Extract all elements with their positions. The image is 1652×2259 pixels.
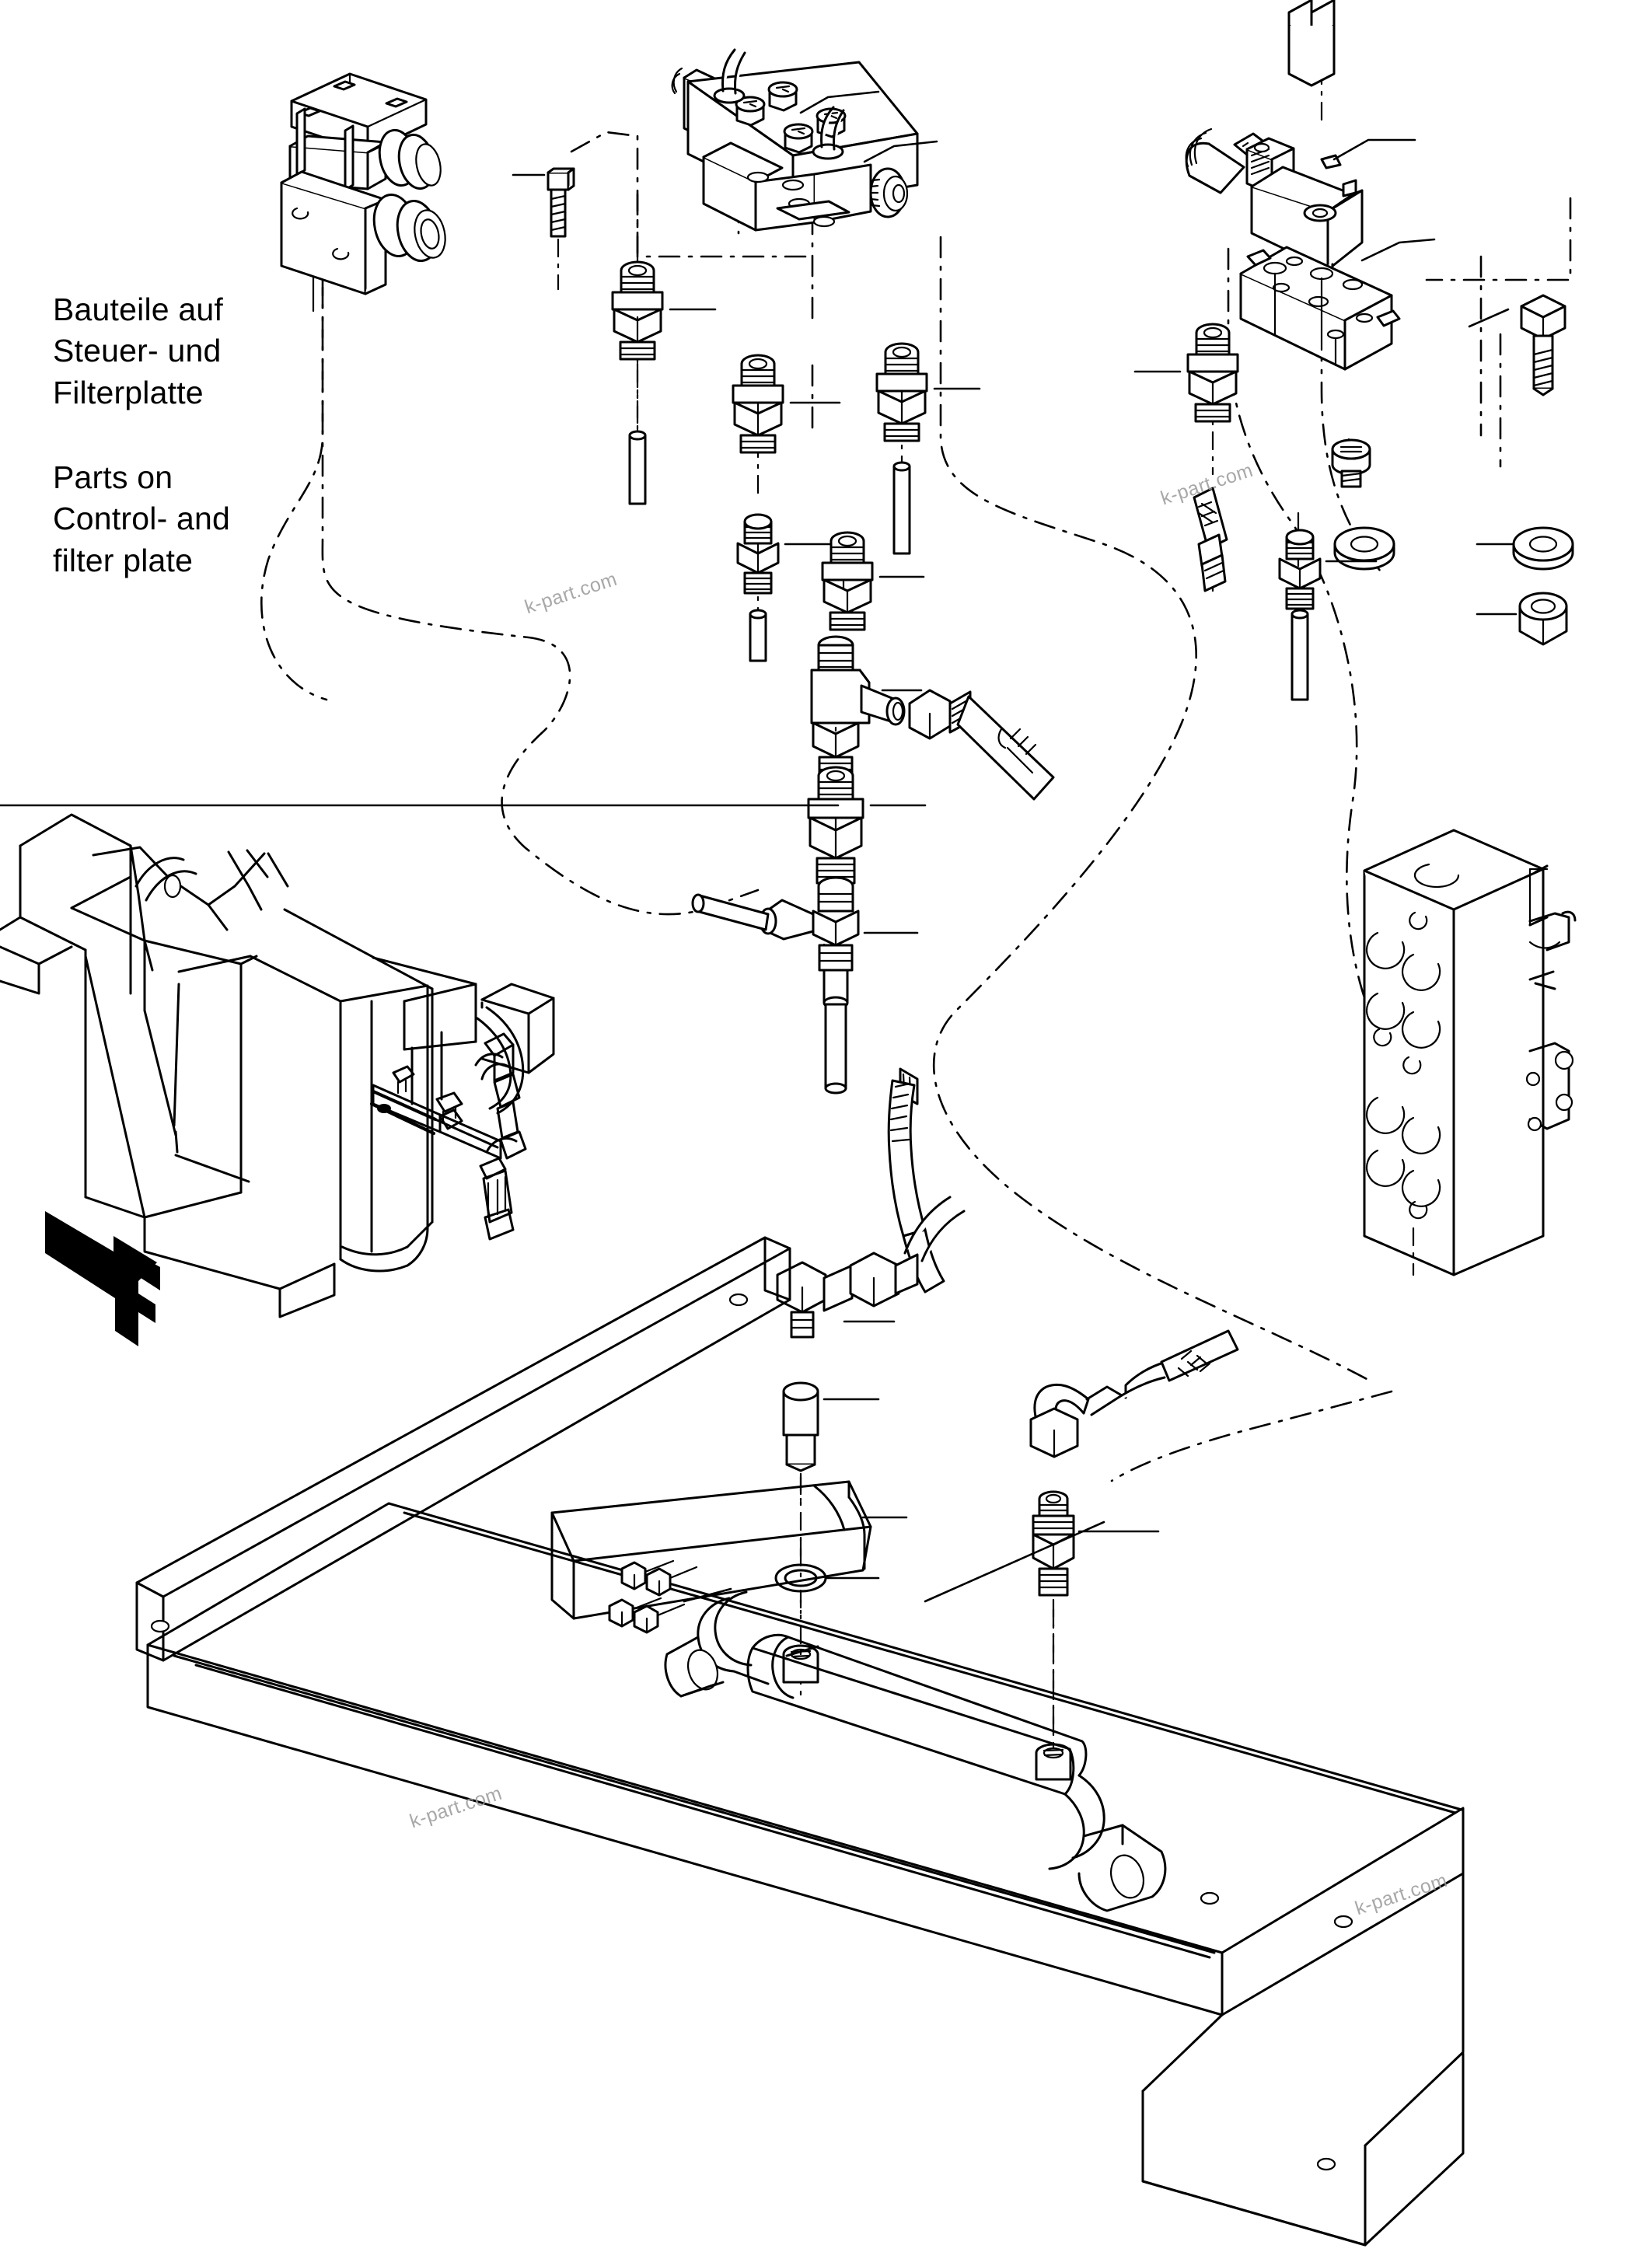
tube-lower xyxy=(824,1003,847,1090)
mounting-bracket xyxy=(550,1480,872,1634)
tee-fitting-lower xyxy=(691,876,919,1010)
tube-a-top xyxy=(628,430,647,441)
sub-base-plate-right xyxy=(1239,246,1401,371)
tube-b xyxy=(749,613,767,662)
flat-washer-mid xyxy=(1333,526,1395,571)
hex-bolt-top-right xyxy=(1287,0,1336,87)
straight-fitting-d xyxy=(736,513,780,595)
frame-rail-angle xyxy=(135,1236,791,1662)
flat-washer-far-right xyxy=(1512,526,1574,571)
leader-cylinder xyxy=(683,1587,732,1603)
manifold-block xyxy=(1363,829,1577,1276)
tube-c-top xyxy=(892,461,911,472)
tube-lower-bottom xyxy=(824,1082,847,1095)
tee-fitting-upper xyxy=(810,635,923,776)
hydraulic-cylinder xyxy=(664,1590,1167,1912)
adapter-cylinder-port xyxy=(782,1381,819,1472)
swivel-nut xyxy=(849,1252,919,1308)
tube-a xyxy=(628,434,647,505)
hose-upper xyxy=(908,689,1055,801)
plug-screw-mid xyxy=(1331,438,1371,488)
hex-bolt-far-right xyxy=(1520,294,1566,396)
straight-fitting-right-upper xyxy=(1186,323,1239,423)
leader-cylinder-body xyxy=(924,1521,1105,1603)
tube-right-top xyxy=(1291,609,1309,620)
tube-b-top xyxy=(749,609,767,620)
straight-fitting-e xyxy=(821,531,874,631)
port-adapter-right xyxy=(1032,1490,1075,1597)
straight-fitting-right-lower xyxy=(1278,529,1322,610)
straight-fitting-b xyxy=(732,354,784,454)
caption-german: Bauteile auf Steuer- und Filterplatte xyxy=(53,292,223,410)
solenoid-valve-right xyxy=(1185,0,1436,371)
straight-fitting-a xyxy=(611,260,664,361)
tube-right xyxy=(1291,613,1309,701)
right-fastener-column xyxy=(1468,294,1574,646)
mid-fastener-column xyxy=(1331,438,1395,571)
caption-english: Parts on Control- and filter plate xyxy=(53,459,231,578)
directional-control-valve-center xyxy=(671,48,938,232)
direction-letter-F xyxy=(115,1242,160,1346)
base-frame-channel xyxy=(146,1502,1465,2247)
solenoid-valve-left xyxy=(280,72,446,312)
hose-right xyxy=(1029,1329,1239,1458)
straight-fitting-c xyxy=(875,342,928,442)
reducer-fitting xyxy=(0,766,864,885)
port-nipple-right xyxy=(1035,1743,1072,1781)
tube-c xyxy=(892,465,911,555)
socket-screw-left xyxy=(547,167,575,291)
direction-marker xyxy=(45,1211,160,1346)
machine-body-detail xyxy=(0,813,555,1318)
assembly-path-socket-screw xyxy=(570,131,639,258)
hose-braid-right xyxy=(1193,487,1228,592)
